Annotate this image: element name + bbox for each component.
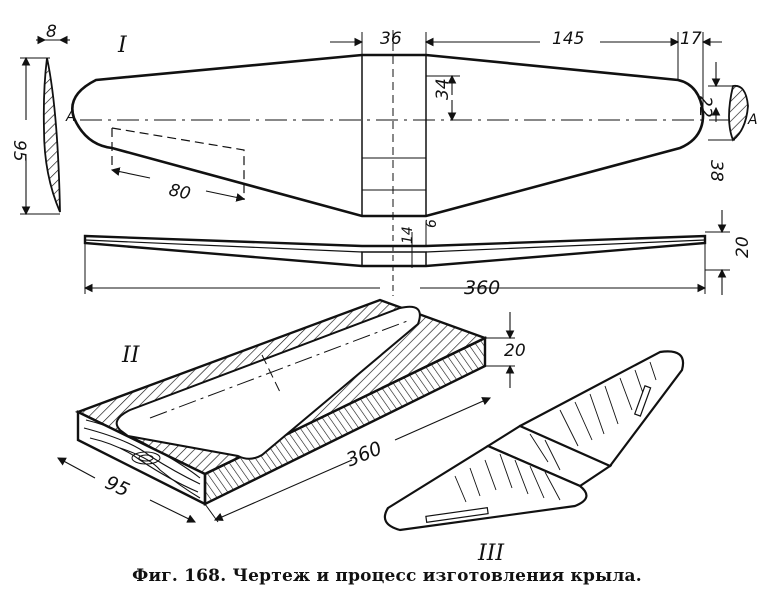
figure-caption: Фиг. 168. Чертеж и процесс изготовления … [132,566,642,586]
dim-80-label: 80 [167,180,192,204]
wing-plan-outline [71,53,705,218]
dim-145-label: 145 [552,29,584,49]
dim-34-label: 34 [433,78,453,100]
figure-i-plan-view: 80 A 36 145 17 I 34 8 [9,22,758,225]
figure-iii-finished-wing: III [383,350,685,566]
dim-360-span-label: 360 [464,277,500,299]
dim-17-label: 17 [680,29,702,49]
finished-wing-left-panel [383,444,588,532]
finished-wing-right-panel [518,350,685,468]
dim-22-label: 22 [695,96,715,118]
dim-95-root-label: 95 [9,140,29,162]
dim-360-block-label: 360 [343,437,385,471]
root-section-profile: 8 95 [9,22,70,216]
dim-8-label: 8 [46,22,57,42]
dim-36-label: 36 [380,29,402,49]
dim-38-label: 38 [706,160,726,182]
dim-20-side-label: 20 [733,236,753,258]
figure-i-side-view: 14 6 20 360 [83,210,753,299]
figure-i-label: I [117,33,128,58]
wing-side-outline [83,234,707,268]
block-wing-outline [115,305,421,460]
figure-iii-label: III [477,541,505,566]
figure-ii-label: II [121,343,141,368]
dim-95-block-label: 95 [102,472,133,502]
dim-20-block-label: 20 [504,341,526,361]
dim-14-label: 14 [400,226,416,244]
section-label-a-right: A [747,112,758,128]
section-label-a-left: A [65,109,76,125]
tip-section-profile: 22 38 A [695,62,758,182]
dim-6-label: 6 [424,219,440,228]
rib-template-dashed [111,127,245,200]
